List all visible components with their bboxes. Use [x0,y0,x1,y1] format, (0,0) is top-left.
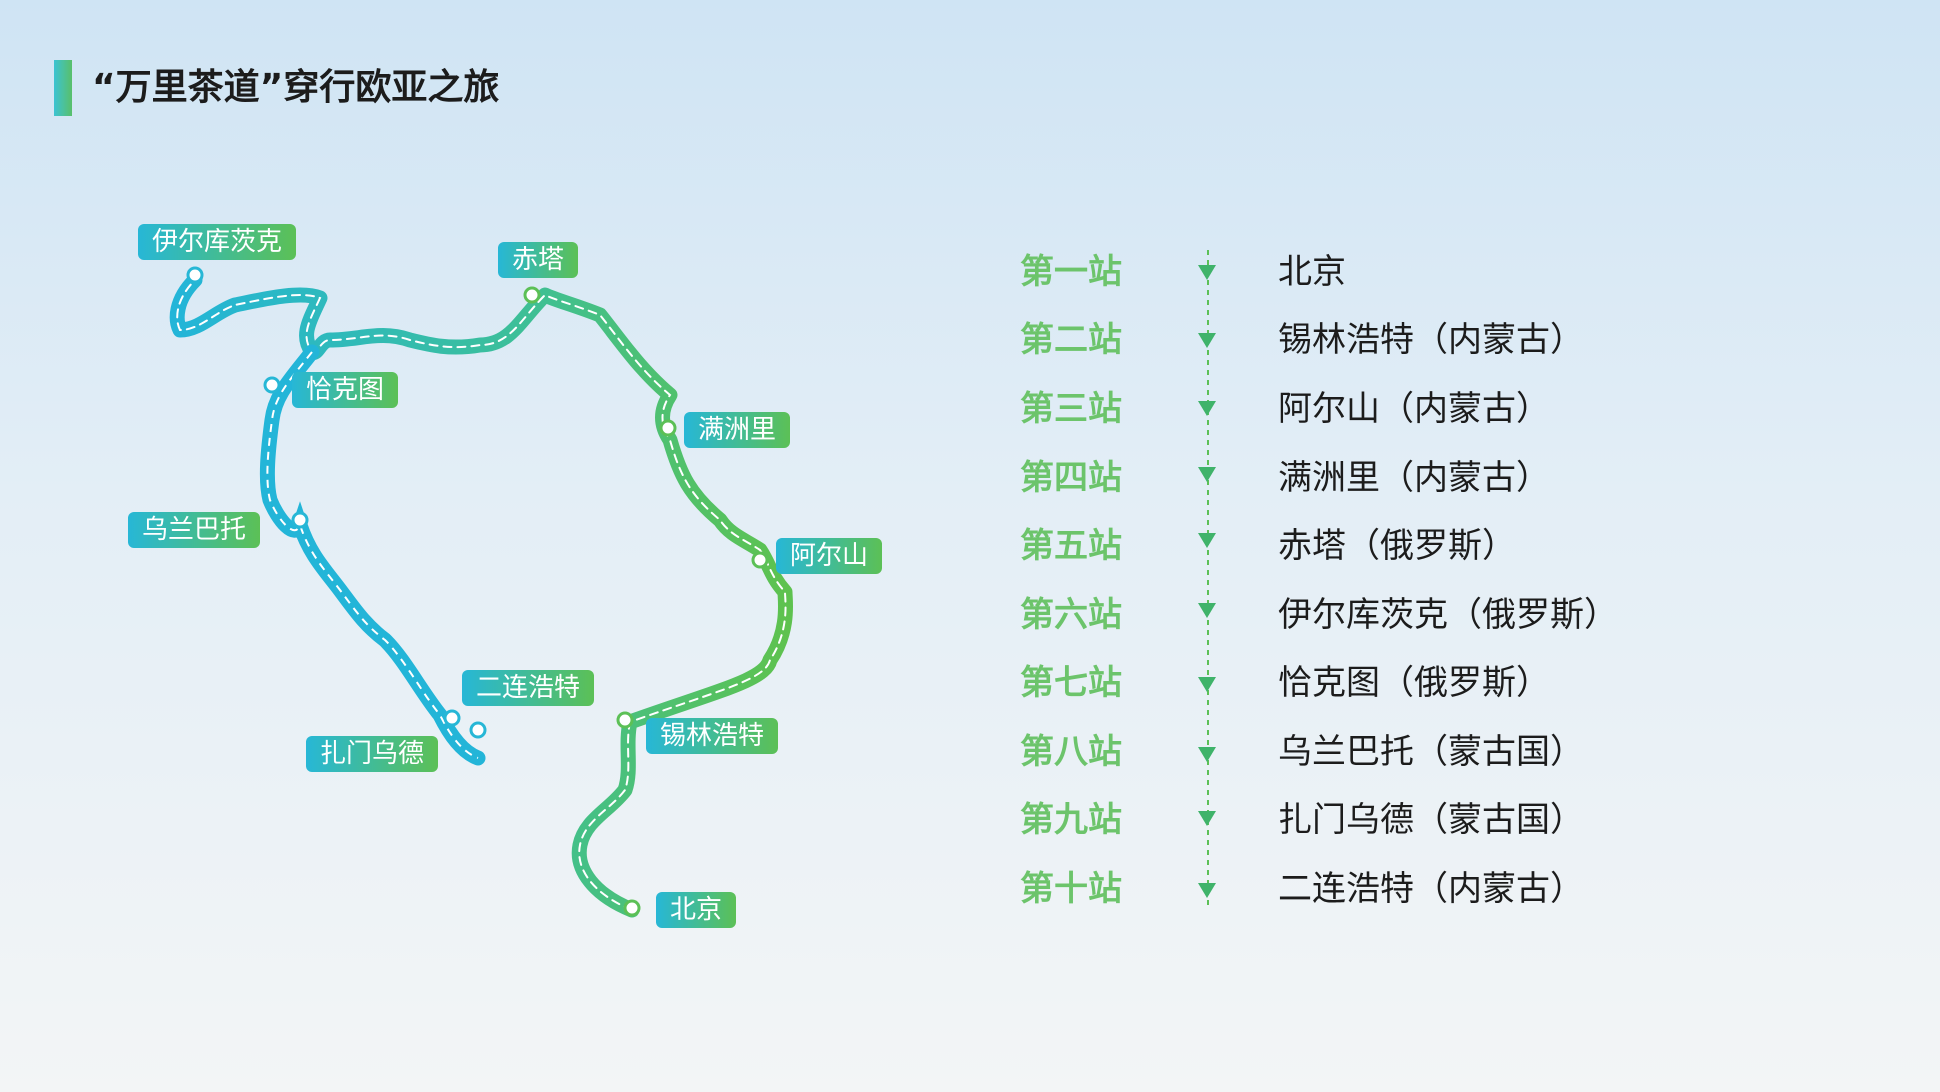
station-row: 第七站 恰克图（俄罗斯） [1020,655,1680,711]
stop-number: 第三站 [1020,389,1122,429]
city-label-zamynuud: 扎门乌德 [306,736,439,772]
stop-number: 第十站 [1020,869,1122,909]
stop-destination: 赤塔（俄罗斯） [1278,526,1516,566]
station-row: 第二站 锡林浩特（内蒙古） [1020,312,1680,368]
station-row: 第三站 阿尔山（内蒙古） [1020,381,1680,437]
map-pin-icon [659,419,677,437]
triangle-down-icon [1198,333,1216,348]
stop-number: 第六站 [1020,595,1122,635]
city-label-arxan: 阿尔山 [776,538,883,574]
stop-destination: 阿尔山（内蒙古） [1278,389,1550,429]
city-label-xilinhot: 锡林浩特 [646,718,779,754]
map-pin-icon [469,721,487,739]
map-pin-icon [616,711,634,729]
triangle-down-icon [1198,603,1216,618]
city-label-beijing: 北京 [656,892,737,928]
map-pin-icon [623,899,641,917]
stop-destination: 乌兰巴托（蒙古国） [1278,732,1584,772]
stop-number: 第四站 [1020,458,1122,498]
city-label-irkutsk: 伊尔库茨克 [138,224,297,260]
stop-number: 第七站 [1020,663,1122,703]
city-label-chita: 赤塔 [498,242,579,278]
route-path [169,272,794,918]
stop-destination: 伊尔库茨克（俄罗斯） [1278,595,1618,635]
station-row: 第一站 北京 [1020,244,1680,300]
stop-destination: 恰克图（俄罗斯） [1278,663,1550,703]
station-row: 第四站 满洲里（内蒙古） [1020,450,1680,506]
map-pin-icon [263,376,281,394]
city-label-ulaanbaatar: 乌兰巴托 [128,512,261,548]
stop-destination: 扎门乌德（蒙古国） [1278,800,1584,840]
station-row: 第八站 乌兰巴托（蒙古国） [1020,724,1680,780]
triangle-down-icon [1198,401,1216,416]
city-label-kyakhta: 恰克图 [292,372,399,408]
map-pin-icon [751,551,769,569]
triangle-down-icon [1198,265,1216,280]
stop-destination: 锡林浩特（内蒙古） [1278,320,1584,360]
stop-number: 第五站 [1020,526,1122,566]
city-markers [186,266,769,917]
station-row: 第九站 扎门乌德（蒙古国） [1020,792,1680,848]
stop-destination: 满洲里（内蒙古） [1278,458,1550,498]
station-row: 第十站 二连浩特（内蒙古） [1020,861,1680,917]
stop-number: 第九站 [1020,800,1122,840]
station-row: 第五站 赤塔（俄罗斯） [1020,518,1680,574]
map-pin-icon [186,266,204,284]
station-row: 第六站 伊尔库茨克（俄罗斯） [1020,587,1680,643]
title-accent-bar [54,60,72,116]
stop-number: 第二站 [1020,320,1122,360]
map-pin-icon [443,709,461,727]
triangle-down-icon [1198,883,1216,898]
stop-destination: 二连浩特（内蒙古） [1278,869,1584,909]
triangle-down-icon [1198,533,1216,548]
triangle-down-icon [1198,677,1216,692]
stop-number: 第一站 [1020,252,1122,292]
stop-destination: 北京 [1278,252,1346,292]
city-label-manzhouli: 满洲里 [684,412,791,448]
triangle-down-icon [1198,467,1216,482]
city-label-erenhot: 二连浩特 [462,670,595,706]
triangle-down-icon [1198,747,1216,762]
triangle-down-icon [1198,811,1216,826]
stop-number: 第八站 [1020,732,1122,772]
page-title: “万里茶道”穿行欧亚之旅 [92,67,500,108]
map-pin-icon [523,286,541,304]
map-pin-icon [291,511,309,529]
